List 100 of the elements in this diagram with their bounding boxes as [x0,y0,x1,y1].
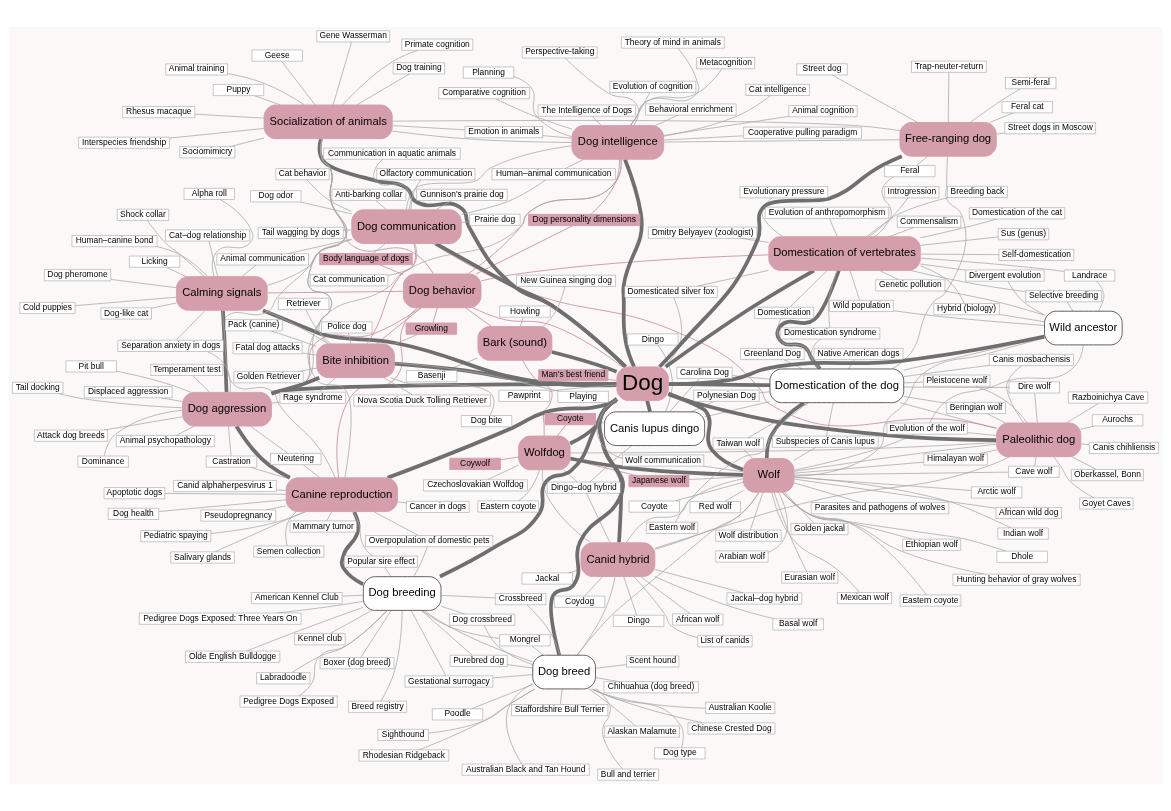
connector [793,461,924,474]
node-box: List of canids [697,635,753,648]
node-box: Pedigree Dogs Exposed: Three Years On [139,612,302,625]
connector [996,132,1006,135]
node-box: Gunnison's prairie dog [416,189,508,201]
connector [440,595,496,599]
node-box: Divergent evolution [965,269,1045,282]
node-box: Body language of dogs [319,253,413,266]
node-box: Breed registry [348,700,407,713]
node-box: American Kennel Club [251,592,343,604]
connector [633,576,699,639]
connector [920,253,1000,256]
node-box: Semen collection [253,545,325,558]
node-box: Breeding back [947,186,1008,198]
node-box: Interspecies friendship [78,136,170,149]
connector [663,139,901,143]
node-box: Cat communication [309,274,389,287]
connector [506,683,534,765]
node-box: Canid alphaherpesvirus 1 [173,480,277,492]
connector [541,469,591,543]
node-box: Howling [499,305,551,318]
connector [595,664,627,669]
node-box: Razboinichya Cave [1068,391,1149,404]
connector [595,688,624,770]
node-box: Perspective-taking [522,46,598,59]
node-box: Self-domestication [998,249,1074,261]
node-box: Socialization of animals [263,104,393,140]
node-box: Mammary tumor [289,520,357,533]
node-box: New Guinea singing dog [516,274,616,287]
node-box: Dog behavior [402,273,482,309]
connector [421,610,500,639]
node-box: Feral [884,165,936,177]
connector [1007,280,1045,316]
node-box: Scent hound [626,655,680,668]
node-box: Cat–dog relationship [165,229,250,242]
connector [564,159,584,169]
node-box: Animal cognition [788,105,858,117]
connector [551,350,618,374]
node-box: Apoptotic dogs [103,487,166,500]
connector [893,310,1045,326]
connector [668,382,770,387]
connector [743,449,753,459]
connector [663,116,789,136]
connector [281,60,316,106]
connector [542,135,572,139]
connector [793,447,817,461]
node-box: Dog pheromone [44,269,111,282]
connector [406,145,573,210]
node-box: Planning [463,66,514,79]
node-box: Staffordshire Bull Terrier [511,704,609,716]
node-box: Olfactory communication [376,168,476,181]
node-box: Dog personality dimensions [528,213,641,227]
node-box: Crossbreed [495,593,547,605]
connector [276,489,287,491]
connector [630,92,651,126]
node-box: Landrace [1064,269,1116,282]
node-box: Cat intelligence [745,84,810,96]
node-box: Himalayan wolf [923,453,988,466]
connector [531,645,544,656]
node-box: Parasites and pathogens of wolves [811,502,949,515]
node-box: Calming signals [176,276,268,311]
connector [829,218,838,238]
connector [250,425,289,454]
node-box: Kennel club [294,633,346,646]
connector [211,199,254,277]
connector [866,197,949,237]
connector [782,491,913,540]
node-box: Pack (canine) [224,319,283,332]
node-box: Dog bite [461,415,512,427]
node-box: Primate cognition [401,38,474,51]
connector [306,179,353,212]
node-box: Theory of mind in animals [621,36,725,49]
connector [390,377,495,416]
connector [654,114,679,126]
node-box: Dog-like cat [100,307,152,320]
node-box: Alaskan Malamute [604,725,680,738]
connector [413,546,428,578]
connector [967,432,998,436]
node-box: Coywolf [449,457,501,470]
connector [500,456,519,461]
connector [999,314,1045,323]
connector [74,296,177,307]
connector [702,465,744,473]
node-box: Licking [129,255,181,268]
connector [1034,393,1038,424]
connector [227,73,305,106]
connector [630,68,723,126]
node-box: Alpha roll [183,188,235,200]
connector [1053,456,1095,499]
connector [342,594,364,597]
node-box: Eastern coyote [477,500,539,513]
node-box: Rage syndrome [279,391,346,404]
connector [267,290,404,294]
connector [563,469,578,483]
connector [229,137,265,148]
connector [654,576,775,620]
connector [920,236,999,246]
connector [564,57,639,126]
connector [386,398,618,480]
node-box: Beringian wolf [946,402,1006,414]
